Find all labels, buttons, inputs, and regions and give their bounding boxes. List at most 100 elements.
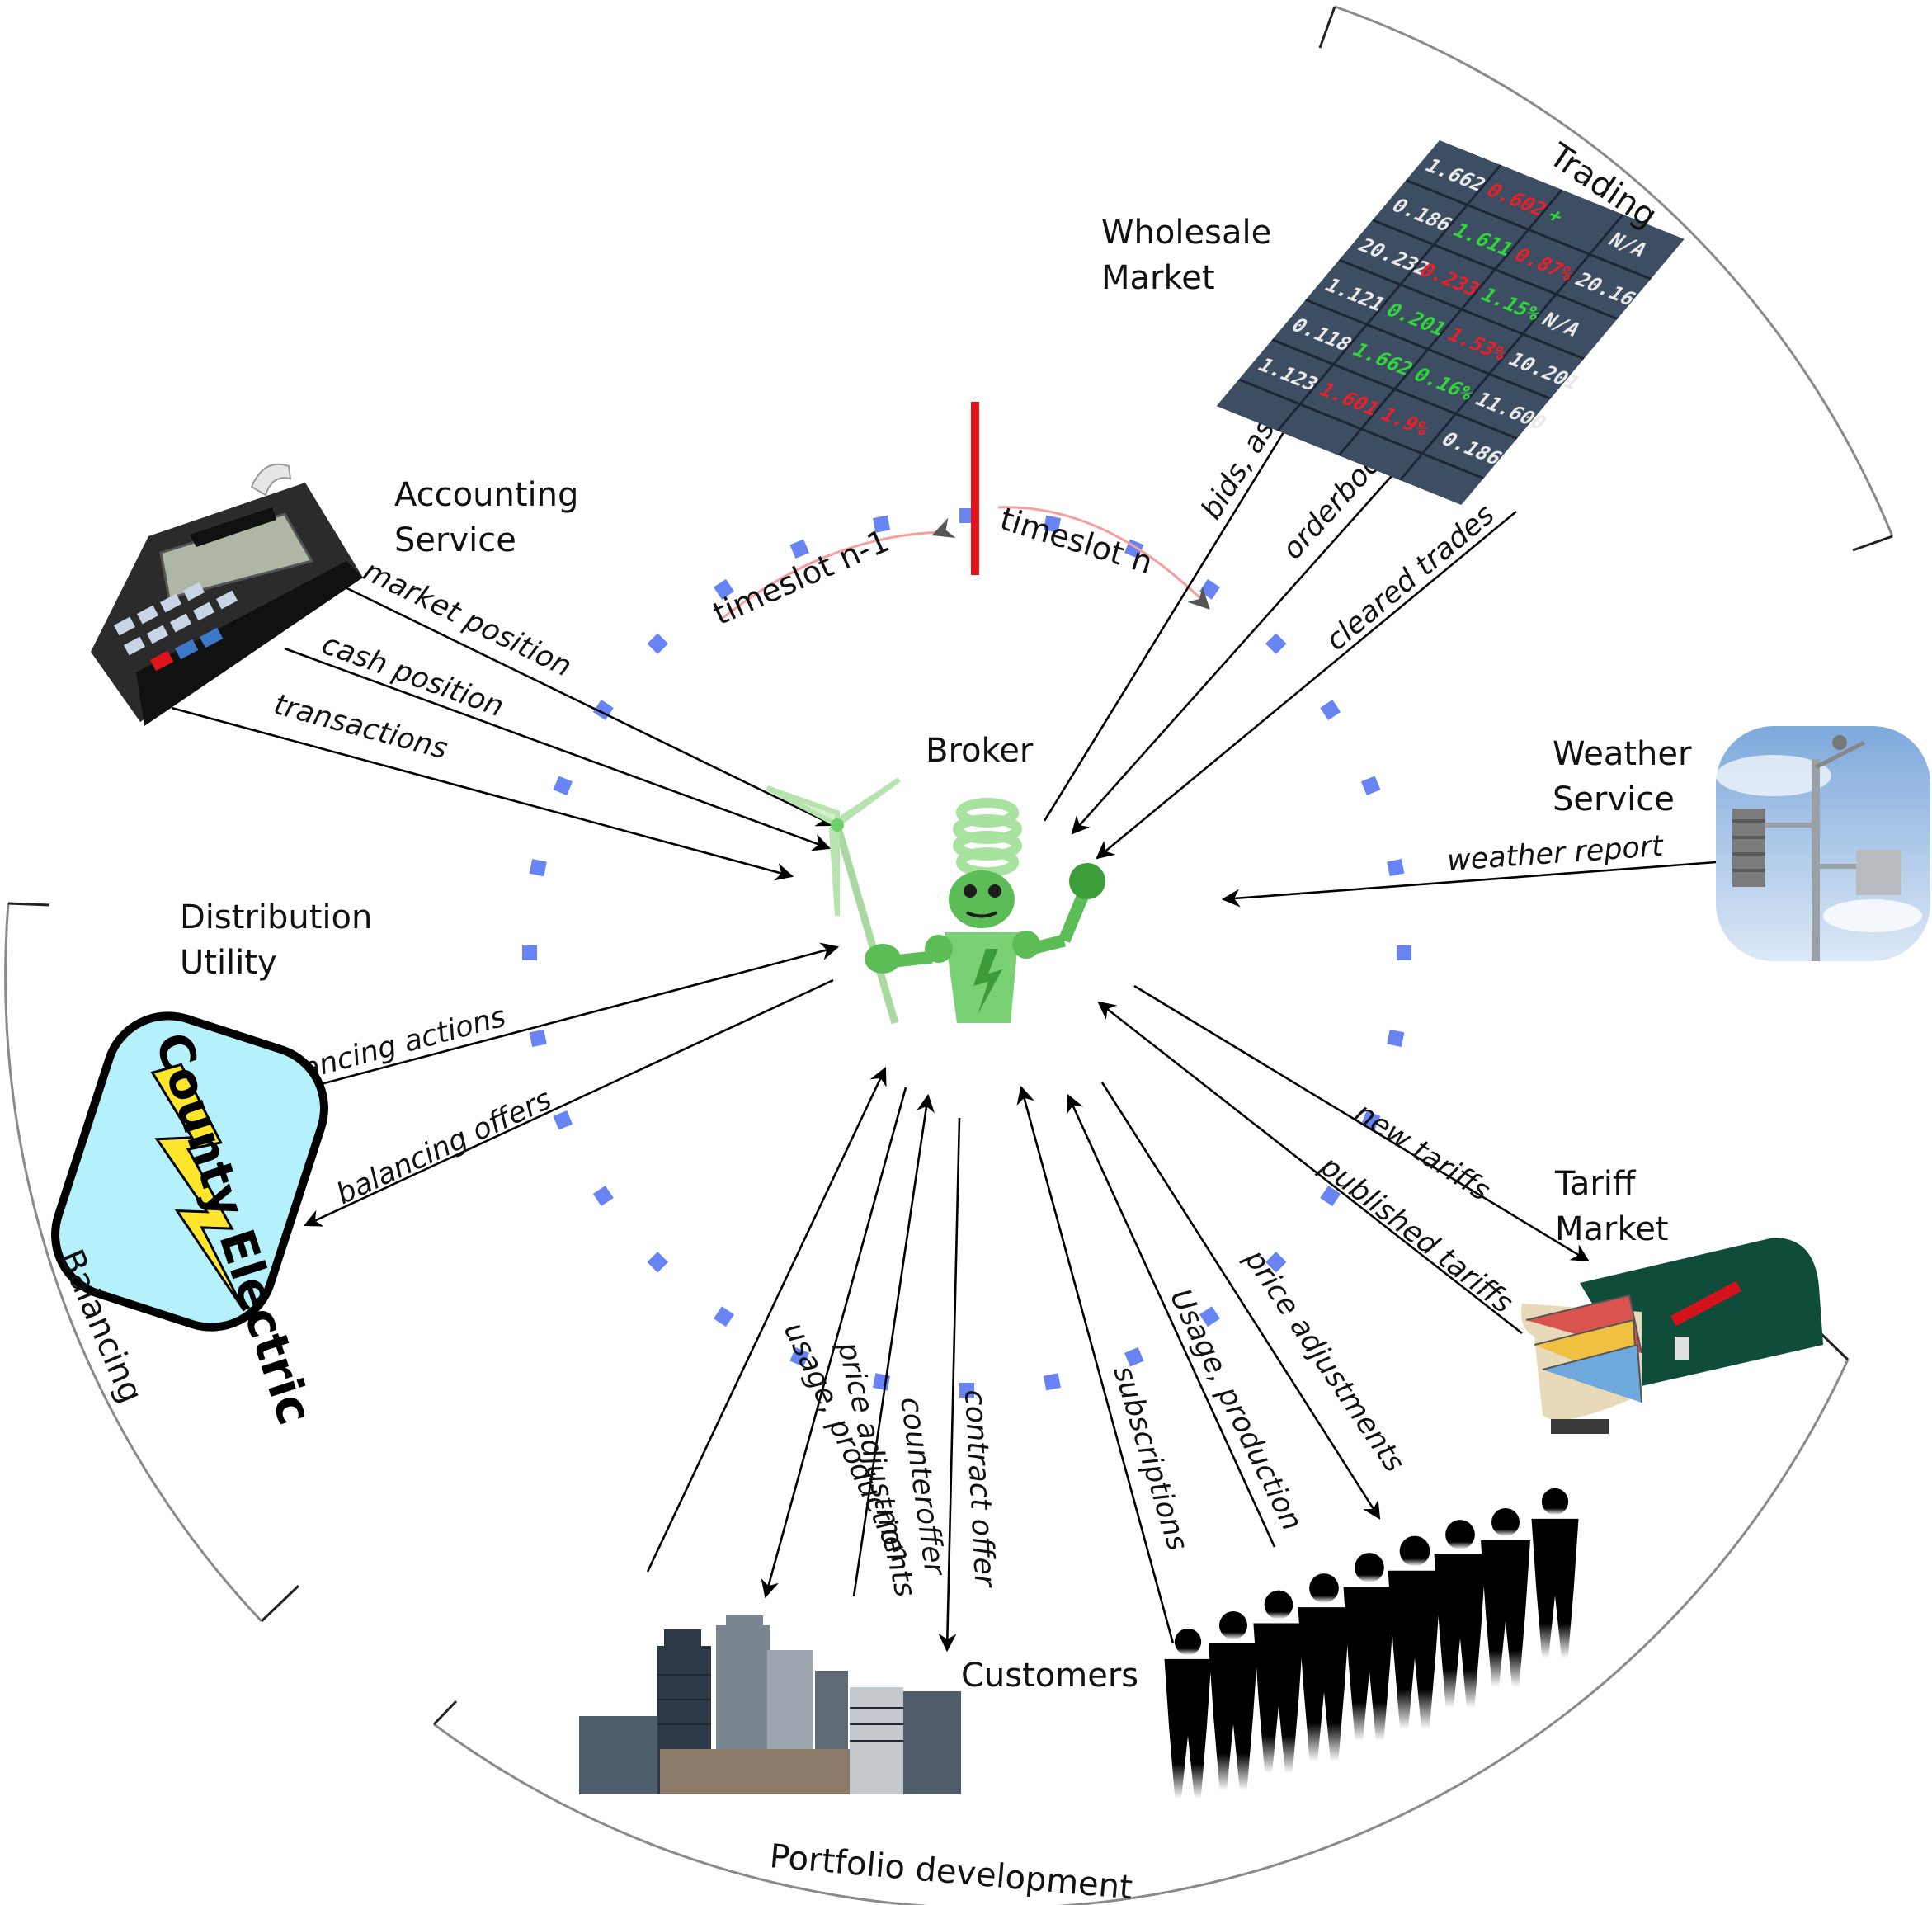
person-body — [1343, 1587, 1396, 1741]
timeslot-dot — [529, 1029, 547, 1047]
section-portfolio-label: Portfolio development — [768, 1837, 1133, 1905]
label-balancing-offers: balancing offers — [332, 1083, 557, 1212]
person-body — [1164, 1658, 1212, 1799]
distribution-label-line-2: Utility — [180, 944, 277, 982]
weather-label-line-1: Weather — [1553, 735, 1692, 773]
person-body — [1253, 1623, 1304, 1773]
timeslot-dot — [529, 859, 547, 877]
distribution-label-line-1: Distribution — [180, 898, 372, 936]
timeslot-dot — [1199, 578, 1220, 600]
timeslot-dot — [1387, 1029, 1405, 1047]
accounting-label-line-1: Accounting — [394, 476, 578, 514]
timeslot-dot — [873, 1373, 891, 1391]
person-head — [1541, 1488, 1569, 1516]
city-skyline-image — [579, 1615, 961, 1794]
calculator-image — [91, 463, 363, 726]
arrow-price-adjustments-1 — [761, 1087, 907, 1599]
timeslot-dot — [1320, 700, 1341, 720]
person-head — [1399, 1535, 1430, 1567]
arrow-orderbook — [1071, 430, 1433, 835]
timeslot-dot — [553, 1110, 573, 1130]
timeslot-dot — [714, 578, 734, 600]
timeslot-dot — [789, 539, 809, 559]
arrow-published-tariffs — [1097, 1001, 1523, 1335]
timeslot-dot — [1124, 1346, 1144, 1367]
weather-label-line-2: Service — [1553, 780, 1675, 818]
timeslot-dot — [714, 1306, 734, 1327]
person-head — [1309, 1573, 1339, 1603]
timeslot-current-label: timeslot n — [996, 501, 1157, 582]
balancing-arc — [4, 903, 263, 1623]
label-cleared-trades: cleared trades — [1320, 498, 1501, 658]
timeslot-dot — [1043, 515, 1061, 533]
person-head — [1219, 1611, 1247, 1639]
wholesale-label-line-1: Wholesale — [1101, 214, 1271, 252]
person-head — [1264, 1590, 1293, 1620]
timeslot-dot — [1320, 1186, 1341, 1206]
timeslot-dot — [873, 515, 891, 533]
label-weather-report: weather report — [1446, 830, 1666, 878]
person-body — [1388, 1570, 1442, 1729]
arrow-balancing-offers — [304, 978, 834, 1227]
portfolio-arc-cap-left — [432, 1700, 458, 1726]
timeslot-dot — [959, 1383, 974, 1398]
weather-station-image — [1716, 726, 1930, 961]
broker-robot-image — [766, 777, 1105, 1025]
arrow-price-adjustments-2 — [1100, 1082, 1381, 1520]
timeslot-dot — [647, 1252, 668, 1273]
arrow-contract-offer — [938, 1117, 961, 1653]
crowd-silhouette-image — [1164, 1488, 1579, 1799]
timeslot-dot — [592, 1186, 614, 1206]
timeslot-indicator — [721, 402, 1210, 620]
arrow-usage-production-2 — [1067, 1093, 1276, 1548]
arrow-weather-report — [1221, 861, 1717, 908]
person-body — [1209, 1643, 1258, 1790]
trading-arc-cap-top — [1318, 6, 1336, 49]
flow-arrows — [171, 345, 1717, 1653]
timeslot-dot — [1360, 776, 1381, 795]
wholesale-label-line-2: Market — [1101, 259, 1215, 297]
person-body — [1298, 1607, 1350, 1761]
entity-labels: Broker Accounting Service Wholesale Mark… — [180, 214, 1692, 1695]
arrow-market-position — [327, 578, 835, 827]
arrow-cash-position — [284, 647, 832, 851]
tariff-label-line-1: Tariff — [1554, 1165, 1637, 1203]
arrow-transactions — [171, 706, 794, 881]
person-head — [1355, 1553, 1384, 1582]
timeslot-dot — [789, 1346, 809, 1367]
timeslot-marker — [971, 402, 979, 575]
timeslot-dot — [522, 945, 537, 960]
portfolio-arc — [433, 1359, 1850, 1905]
timeslot-prev-label: timeslot n-1 — [708, 522, 895, 632]
arrow-balancing-actions — [255, 942, 840, 1103]
label-contract-offer: contract offer — [958, 1389, 1001, 1589]
balancing-arc-cap-bottom — [260, 1584, 300, 1623]
timeslot-dot — [1265, 633, 1287, 654]
trading-arc — [1334, 5, 1894, 537]
arrow-cleared-trades — [1096, 510, 1517, 860]
tariff-label-line-2: Market — [1555, 1210, 1669, 1248]
broker-label: Broker — [926, 732, 1034, 770]
person-head — [1491, 1508, 1520, 1536]
section-arcs — [4, 5, 1894, 1905]
balancing-arc-cap-top — [7, 902, 50, 907]
county-electric-logo — [51, 1011, 328, 1332]
arrow-usage-production-1 — [646, 1067, 887, 1573]
timeslot-dot — [647, 633, 668, 654]
arrow-subscriptions — [1016, 1085, 1175, 1644]
person-head — [1445, 1520, 1475, 1549]
arrow-new-tariffs — [1133, 984, 1590, 1262]
timeslot-dot — [1397, 945, 1411, 960]
arrow-counteroffer — [852, 1093, 935, 1597]
timeslot-dotted-circle — [522, 508, 1411, 1398]
timeslot-dot — [959, 508, 974, 523]
person-head — [1174, 1628, 1202, 1656]
person-body — [1481, 1540, 1530, 1687]
person-body — [1434, 1554, 1487, 1708]
trading-arc-cap-bottom — [1852, 535, 1893, 552]
accounting-label-line-2: Service — [394, 521, 516, 559]
label-subscriptions: subscriptions — [1106, 1362, 1194, 1554]
